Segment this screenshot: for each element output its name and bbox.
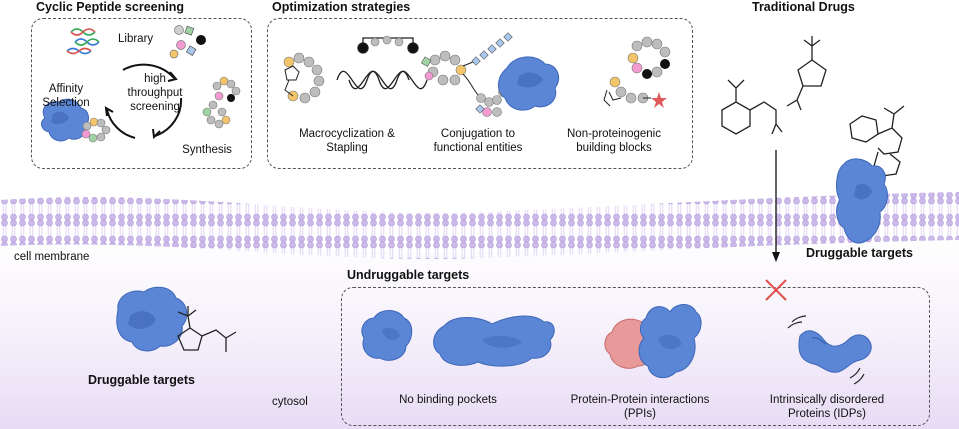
screening-center-label: high throughput screening [127, 73, 183, 113]
idp-label: Intrinsically disordered Proteins (IDPs) [769, 394, 885, 420]
membrane-protein-icon [836, 158, 888, 244]
druggable-targets-left-label: Druggable targets [88, 373, 195, 387]
small-molecule-icon [721, 79, 783, 135]
cell-membrane-label: cell membrane [14, 251, 90, 263]
arrow-down-icon [772, 150, 780, 262]
small-molecule-icon-2 [786, 36, 827, 111]
intrinsically-disordered-protein-icon [787, 315, 872, 385]
macrocycle-peptide-icon [283, 52, 325, 104]
no-binding-pockets-label: No binding pockets [399, 394, 497, 406]
macrocyclization-label: Macrocyclization & Stapling [299, 128, 395, 154]
affinity-protein-icon [41, 98, 111, 143]
optimization-panel [267, 18, 693, 169]
undruggable-illustration [361, 304, 872, 385]
undruggable-panel [341, 287, 930, 426]
stapled-helix-icon [336, 35, 428, 90]
library-label: Library [118, 33, 154, 45]
dna-icon [66, 28, 100, 55]
druggable-target-left-illustration [116, 286, 237, 352]
screening-title: Cyclic Peptide screening [36, 0, 184, 14]
synthesis-label: Synthesis [182, 144, 232, 156]
library-beads-icon [169, 25, 206, 59]
synthesis-peptide-icon [202, 76, 241, 129]
small-molecule-icon-4 [177, 306, 237, 352]
protein-no-pocket-icon [361, 310, 555, 367]
non-proteinogenic-peptide-icon [603, 36, 671, 108]
small-molecule-icon-3 [849, 105, 905, 177]
blocked-cross-icon [765, 279, 787, 301]
undruggable-title: Undruggable targets [347, 268, 470, 282]
conjugation-label: Conjugation to functional entities [433, 128, 523, 154]
optimization-illustration [283, 32, 671, 117]
cytosol-label: cytosol [272, 396, 308, 408]
cycle-arrows-icon [104, 63, 183, 140]
screening-panel [31, 18, 252, 169]
traditional-drugs-illustration [721, 36, 905, 262]
conjugated-peptide-icon [420, 32, 560, 117]
motion-lines-icon [787, 315, 865, 385]
ppi-label: Protein-Protein interactions (PPIs) [570, 394, 710, 420]
non-proteinogenic-label: Non-proteinogenic building blocks [567, 128, 661, 154]
druggable-targets-right-label: Druggable targets [806, 246, 913, 260]
optimization-title: Optimization strategies [272, 0, 411, 14]
traditional-drugs-title: Traditional Drugs [752, 0, 855, 14]
affinity-selection-label: Affinity Selection [42, 83, 90, 109]
protein-protein-interaction-icon [604, 304, 702, 379]
screening-illustration [41, 25, 241, 143]
